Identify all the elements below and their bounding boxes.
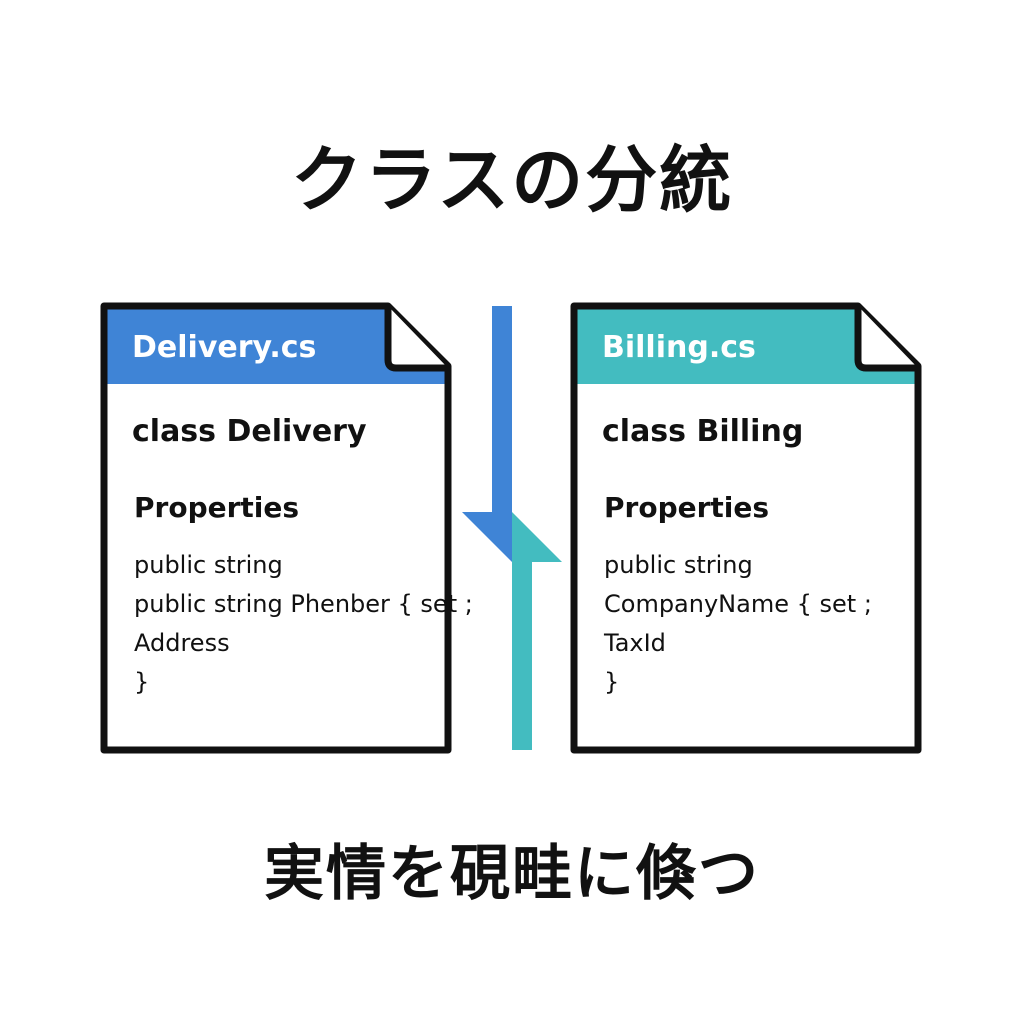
delivery-properties-heading: Properties <box>134 491 300 524</box>
billing-file: Billing.cs class Billing Properties publ… <box>574 306 918 750</box>
split-arrow-blue <box>462 306 512 562</box>
delivery-file-header-band <box>107 309 445 384</box>
billing-class-declaration: class Billing <box>602 414 804 449</box>
delivery-file-icon <box>100 302 452 754</box>
code-line: CompanyName { set ; <box>604 590 872 618</box>
delivery-code-lines: public string public string Phenber { se… <box>134 546 473 702</box>
billing-code-lines: public string CompanyName { set ; TaxId … <box>604 546 934 702</box>
split-arrow-teal <box>512 512 562 750</box>
code-line: public string <box>604 551 753 579</box>
delivery-filename: Delivery.cs <box>132 330 317 365</box>
code-line: public string Phenber { set ; <box>134 590 473 618</box>
billing-filename: Billing.cs <box>602 330 756 365</box>
code-line: TaxId <box>604 629 666 657</box>
page-title: クラスの分統 <box>290 138 734 222</box>
delivery-class-declaration: class Delivery <box>132 414 367 449</box>
code-line: public string <box>134 551 283 579</box>
page-subtitle: 実情を硯畦に倏つ <box>264 839 760 909</box>
code-line: } <box>134 668 150 696</box>
delivery-file: Delivery.cs class Delivery Properties pu… <box>104 306 473 750</box>
billing-file-fold <box>854 306 918 372</box>
billing-file-header-band <box>577 309 915 384</box>
delivery-file-fold <box>384 306 448 372</box>
code-line: } <box>604 668 620 696</box>
billing-file-icon <box>570 302 922 754</box>
split-arrow-icon <box>462 306 562 750</box>
code-line: Address <box>134 629 230 657</box>
billing-properties-heading: Properties <box>604 491 770 524</box>
